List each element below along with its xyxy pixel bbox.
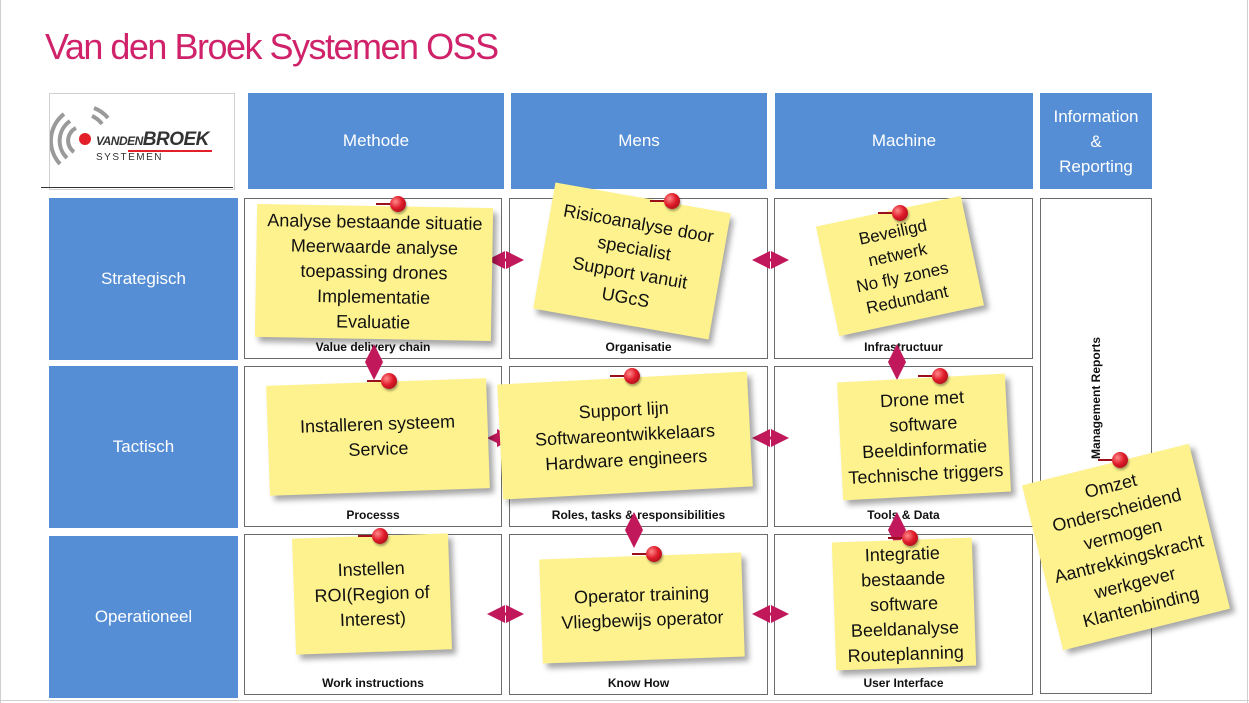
company-logo: VANDENBROEK SYSTEMEN xyxy=(48,93,235,190)
row-header-strategisch: Strategisch xyxy=(49,198,238,360)
sticky-note-operationeel-machine: Integratie bestaande software Beeldanaly… xyxy=(831,537,977,671)
sticky-note-tactisch-mens: Support lijn Softwareontwikkelaars Hardw… xyxy=(497,371,753,500)
logo-wordmark: VANDENBROEK xyxy=(96,129,209,151)
pushpin-icon xyxy=(632,546,662,562)
column-header-reporting: Information & Reporting xyxy=(1040,93,1152,189)
row-header-operationeel: Operationeel xyxy=(49,536,238,698)
sticky-note-tactisch-machine: Drone met software Beeldinformatie Techn… xyxy=(837,373,1011,501)
sticky-note-operationeel-mens: Operator training Vliegbewijs operator xyxy=(539,552,745,664)
pushpin-icon xyxy=(376,196,406,212)
row-header-tactisch: Tactisch xyxy=(49,366,238,528)
column-header-methode: Methode xyxy=(248,93,504,189)
pushpin-icon xyxy=(1098,452,1128,468)
column-header-mens: Mens xyxy=(511,93,767,189)
logo-main: BROEK xyxy=(142,129,210,150)
pushpin-icon xyxy=(358,528,388,544)
pushpin-icon xyxy=(888,530,918,546)
frame-left-line xyxy=(0,0,1,703)
sticky-note-tactisch-methode: Installeren systeem Service xyxy=(266,378,490,496)
sticky-note-operationeel-methode: Instellen ROI(Region of Interest) xyxy=(292,533,452,655)
frame-right-line xyxy=(1247,0,1248,703)
frame-bottom-line xyxy=(0,700,1249,701)
logo-subtitle: SYSTEMEN xyxy=(96,152,164,163)
logo-divider xyxy=(41,187,233,188)
logo-signal-icon xyxy=(48,106,110,166)
column-header-machine: Machine xyxy=(775,93,1033,189)
pushpin-icon xyxy=(878,205,908,221)
pushpin-icon xyxy=(918,368,948,384)
pushpin-icon xyxy=(650,193,680,209)
logo-underline xyxy=(128,150,212,152)
logo-prefix: VANDEN xyxy=(96,134,143,148)
pushpin-icon xyxy=(610,368,640,384)
pushpin-icon xyxy=(367,373,397,389)
page-title: Van den Broek Systemen OSS xyxy=(45,26,499,67)
sticky-note-strategisch-methode: Analyse bestaande situatie Meerwaarde an… xyxy=(254,203,494,342)
